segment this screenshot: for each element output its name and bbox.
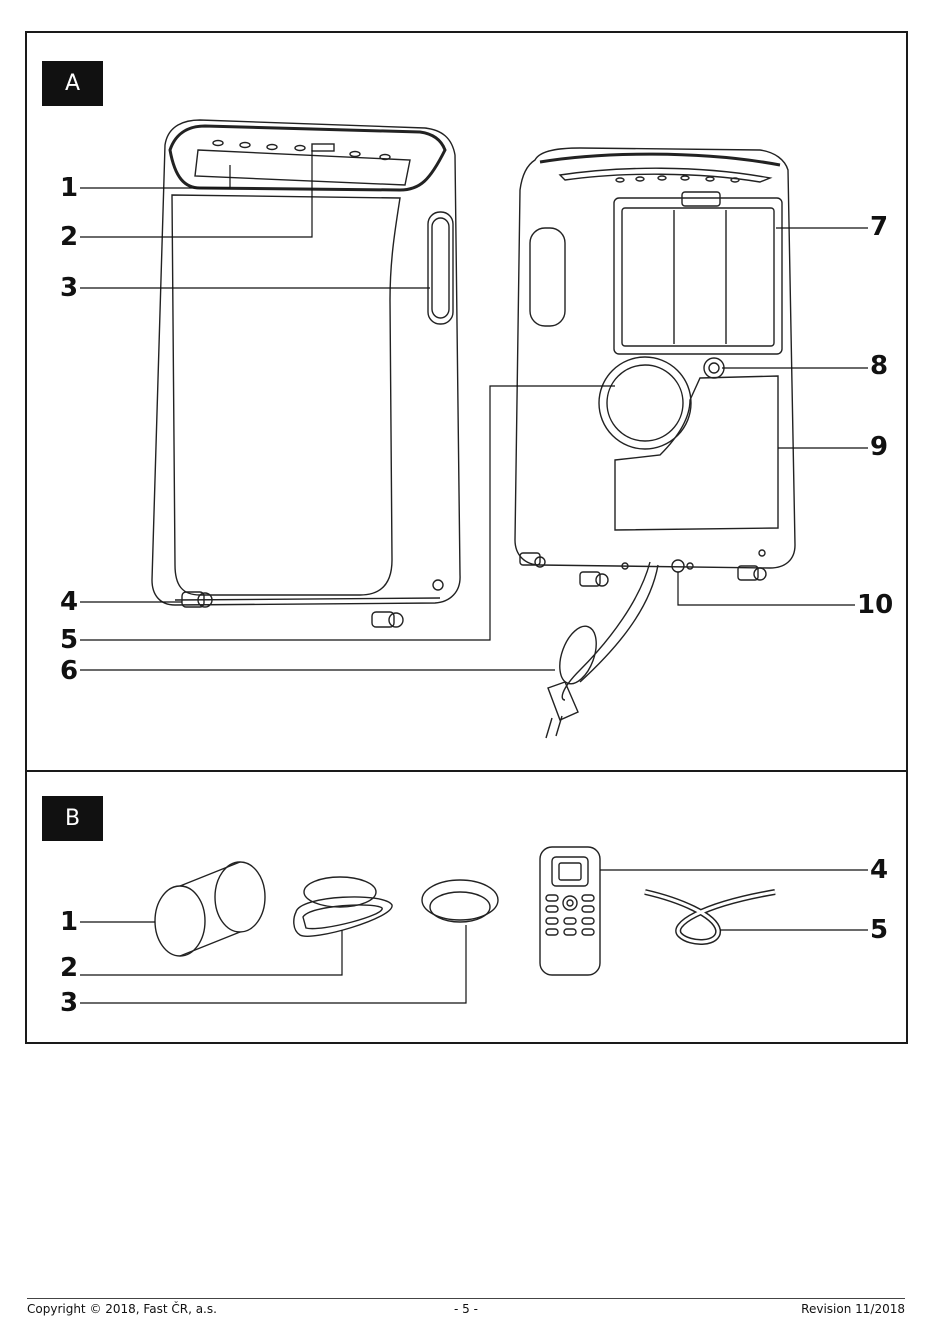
ac-front-view-icon [152, 120, 460, 627]
ac-back-view-icon [515, 148, 795, 738]
remote-control-icon [540, 847, 600, 975]
footer-revision: Revision 11/2018 [801, 1302, 905, 1316]
page-footer: Copyright © 2018, Fast ČR, a.s. - 5 - Re… [27, 1298, 905, 1321]
exhaust-hose-icon [155, 862, 265, 956]
hose-connector-ring-icon [422, 880, 498, 922]
drain-tube-icon [645, 892, 775, 942]
leader-lines-b [80, 870, 868, 1003]
window-adapter-icon [294, 877, 392, 936]
footer-page-number: - 5 - [27, 1302, 905, 1316]
